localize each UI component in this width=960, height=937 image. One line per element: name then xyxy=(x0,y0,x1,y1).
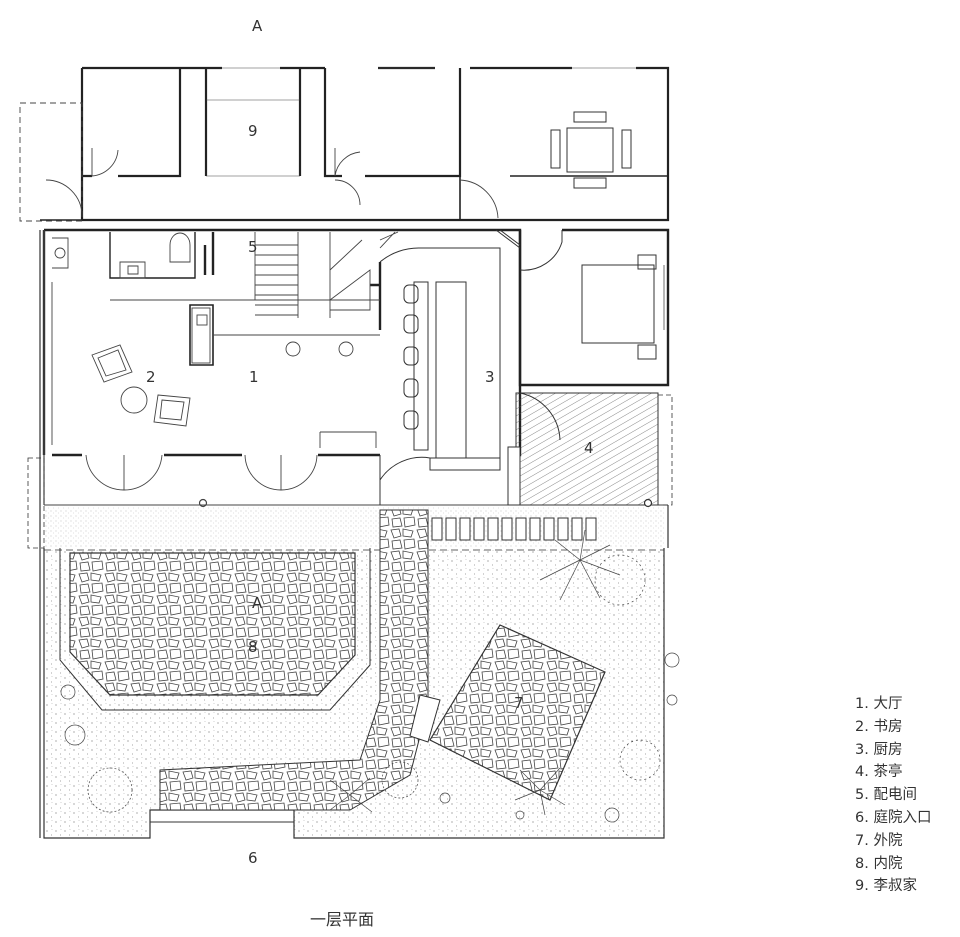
legend-item: 5. 配电间 xyxy=(855,787,917,804)
room-label-tea-pavilion: 4 xyxy=(584,439,594,457)
section-mark-top: A xyxy=(252,17,263,35)
shrubs xyxy=(60,529,680,823)
room-label-neighbor: 9 xyxy=(248,122,258,140)
legend-item: 7. 外院 xyxy=(855,832,903,849)
legend-item: 6. 庭院入口 xyxy=(855,809,932,826)
legend-item: 8. 内院 xyxy=(855,855,903,872)
legend-item: 4. 茶亭 xyxy=(855,764,903,781)
room-label-study: 2 xyxy=(146,368,156,386)
house-interior xyxy=(43,230,668,508)
section-mark-middle: A xyxy=(252,594,263,612)
site-boundary xyxy=(39,230,669,838)
step-pavers xyxy=(431,517,597,541)
courtyard xyxy=(43,507,680,839)
legend-item: 1. 大厅 xyxy=(855,696,903,712)
bedroom-fixtures xyxy=(581,254,665,360)
neighbor-doors xyxy=(19,67,636,222)
room-label-entrance: 6 xyxy=(248,849,258,867)
legend-item: 3. 厨房 xyxy=(855,741,903,758)
room-label-hall: 1 xyxy=(249,368,259,386)
legend: 1. 大厅 2. 书房 3. 厨房 4. 茶亭 5. 配电间 6. 庭院入口 7… xyxy=(855,693,931,898)
legend-item: 2. 书房 xyxy=(855,718,903,735)
legend-item: 9. 李叔家 xyxy=(855,878,917,895)
room-label-power-room: 5 xyxy=(248,238,258,256)
room-label-inner-court: 8 xyxy=(248,638,258,656)
dining-set xyxy=(550,111,632,189)
neighbor-block xyxy=(40,66,670,222)
room-label-kitchen: 3 xyxy=(485,368,495,386)
room-label-outer-court: 7 xyxy=(514,694,524,712)
kitchen-fixtures xyxy=(379,229,563,505)
drawing-caption: 一层平面 xyxy=(310,910,375,929)
tea-pavilion xyxy=(27,392,673,549)
